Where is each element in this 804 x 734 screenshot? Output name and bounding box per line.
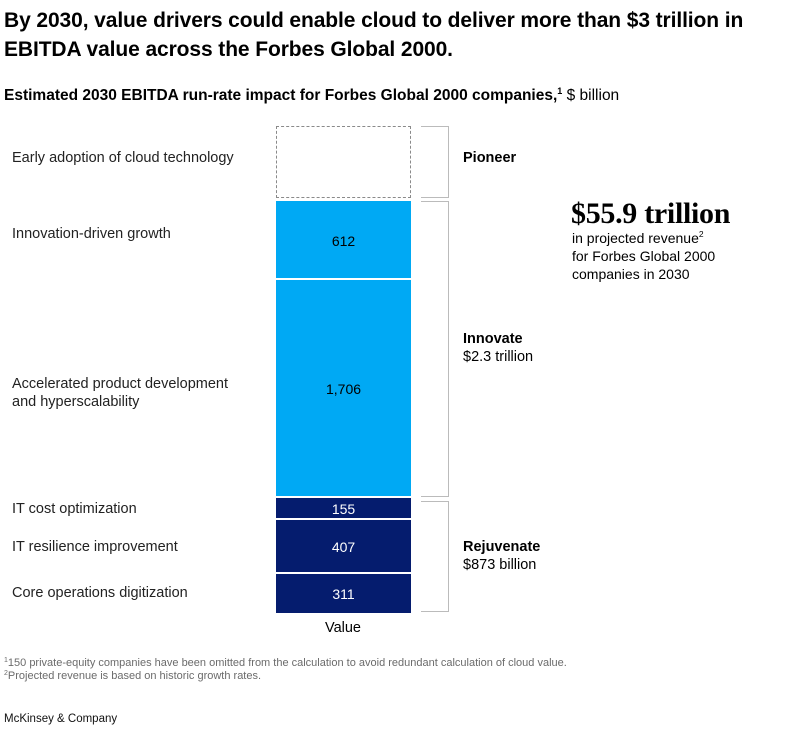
footnote-1: 1150 private-equity companies have been … <box>4 657 567 670</box>
bar-value-label-4: 407 <box>331 538 356 555</box>
callout-line-1: in projected revenue2 <box>572 230 704 247</box>
subtitle-footnote-marker: 1 <box>557 86 563 96</box>
callout-footnote-marker: 2 <box>698 229 704 239</box>
pioneer-placeholder-segment <box>276 126 411 198</box>
category-label-core-operations: Core operations digitization <box>12 585 188 601</box>
callout-line-2: for Forbes Global 2000 <box>572 248 716 264</box>
subtitle-text: Estimated 2030 EBITDA run-rate impact fo… <box>4 87 558 104</box>
category-label-early-adoption: Early adoption of cloud technology <box>12 150 234 166</box>
projected-revenue-value: $55.9 trillion <box>571 197 731 230</box>
bar-segment-5 <box>276 573 411 613</box>
subtitle-unit: $ billion <box>562 87 620 104</box>
group-name-rejuvenate: Rejuvenate <box>463 539 541 555</box>
footnote-2-text: Projected revenue is based on historic g… <box>7 670 262 682</box>
category-label-it-resilience: IT resilience improvement <box>12 539 178 555</box>
footnote-1-marker: 1 <box>4 657 8 664</box>
group-total-rejuvenate: $873 billion <box>463 557 537 573</box>
footnote-2: 2Projected revenue is based on historic … <box>4 670 261 683</box>
footnote-2-marker: 2 <box>4 670 8 677</box>
source-label: McKinsey & Company <box>4 713 118 725</box>
innovate-bracket <box>421 201 449 497</box>
category-label-it-cost: IT cost optimization <box>12 501 137 517</box>
bar-segment-2 <box>276 280 411 497</box>
group-total-innovate: $2.3 trillion <box>463 349 534 365</box>
bar-segment-3 <box>276 498 411 519</box>
category-label-product-development: Accelerated product development and hype… <box>12 376 229 410</box>
bar-value-label-3: 155 <box>331 501 356 518</box>
callout-line-1-text: in projected revenue <box>572 230 699 246</box>
headline: By 2030, value drivers could enable clou… <box>4 9 744 61</box>
chart-subtitle: Estimated 2030 EBITDA run-rate impact fo… <box>4 86 619 106</box>
x-axis-label: Value <box>324 620 362 636</box>
pioneer-bracket <box>421 126 449 198</box>
category-label-innovation-growth: Innovation-driven growth <box>12 226 171 242</box>
callout-line-3: companies in 2030 <box>572 266 690 282</box>
bar-value-label-1: 612 <box>331 232 356 249</box>
bar-segment-4 <box>276 520 411 572</box>
bar-segment-1 <box>276 201 411 279</box>
group-name-pioneer: Pioneer <box>463 150 517 166</box>
footnote-1-text: 150 private-equity companies have been o… <box>7 657 567 669</box>
group-name-innovate: Innovate <box>463 331 523 347</box>
bar-value-label-2: 1,706 <box>325 381 362 398</box>
rejuvenate-bracket <box>421 501 449 612</box>
bar-value-label-5: 311 <box>332 586 355 603</box>
